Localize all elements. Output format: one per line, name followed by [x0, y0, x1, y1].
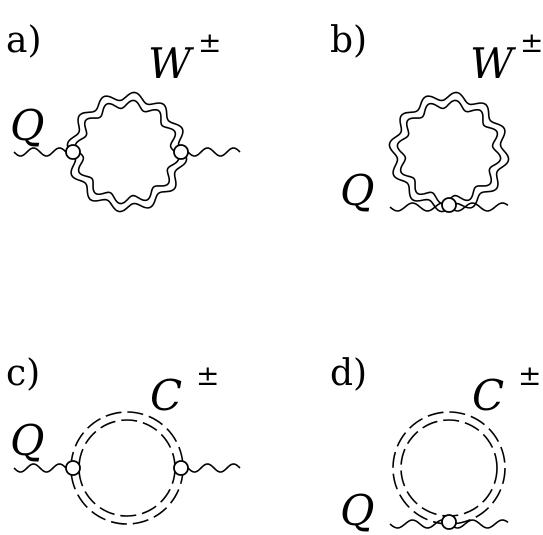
diagram-c-charge: ± [196, 359, 219, 392]
diagram-d-external-label: Q [340, 486, 374, 535]
diagram-b-charge: ± [520, 26, 543, 59]
vertex-right [173, 144, 189, 160]
ghost-loop-outer [392, 411, 506, 525]
external-line-left [13, 147, 67, 157]
external-line-right [187, 147, 241, 157]
external-line-right [187, 463, 241, 473]
loop-outer [66, 91, 188, 213]
vertex [441, 197, 457, 213]
diagram-b: b) W ± Q [330, 20, 543, 215]
diagram-c-tag: c) [6, 353, 40, 394]
ghost-loop-inner [78, 419, 176, 517]
diagram-b-tag: b) [330, 20, 367, 61]
loop-outer [388, 91, 510, 213]
diagram-a-tag: a) [6, 20, 42, 61]
vertex-left [65, 144, 81, 160]
external-line-left [13, 463, 67, 473]
diagram-d: d) C ± Q [330, 353, 541, 535]
diagram-d-field-label: C [472, 371, 504, 420]
vertex [441, 514, 457, 530]
diagram-b-field-label: W [470, 39, 517, 88]
diagram-a: a) W ± Q [6, 20, 241, 213]
diagram-d-tag: d) [330, 353, 367, 394]
diagram-c: c) C ± Q [6, 353, 241, 525]
diagram-d-charge: ± [518, 359, 541, 392]
diagram-c-external-label: Q [10, 416, 44, 465]
diagram-a-external-label: Q [10, 101, 44, 150]
vertex-right [173, 460, 189, 476]
loop-inner [396, 99, 502, 205]
diagram-a-charge: ± [198, 26, 221, 59]
ghost-loop-inner [400, 419, 498, 517]
diagram-a-field-label: W [148, 39, 195, 88]
diagram-b-external-label: Q [340, 166, 374, 215]
loop-inner [74, 99, 180, 205]
vertex-left [65, 460, 81, 476]
diagram-c-field-label: C [150, 371, 182, 420]
ghost-loop-outer [70, 411, 184, 525]
